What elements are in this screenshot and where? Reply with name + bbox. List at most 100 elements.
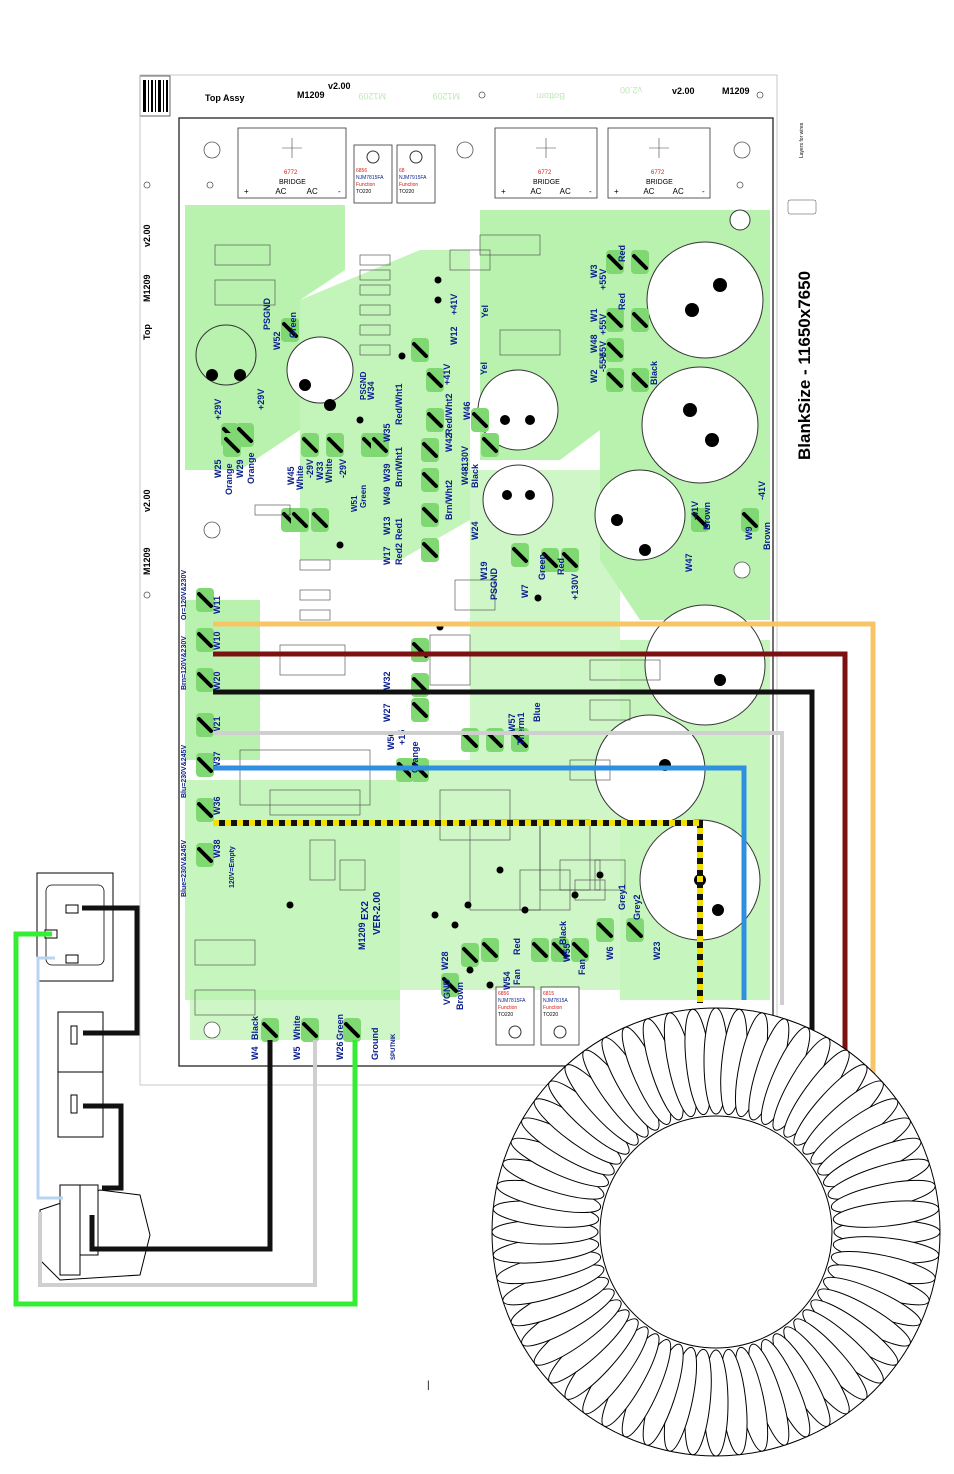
terminal-pad xyxy=(261,1018,279,1042)
blank-size-label: BlankSize - 11650x7650 xyxy=(795,271,814,460)
component-pad xyxy=(434,276,442,284)
model-top: M1209 xyxy=(297,90,325,100)
terminal-pad xyxy=(471,408,489,432)
component xyxy=(589,699,631,721)
terminal-pad xyxy=(481,433,499,457)
label-w52: W52 xyxy=(272,331,282,350)
label-29v-a: +29V xyxy=(213,399,223,420)
svg-text:BRIDGE: BRIDGE xyxy=(279,179,306,186)
terminal-pad xyxy=(561,548,579,572)
component-pad xyxy=(434,296,442,304)
iec-inlet xyxy=(36,872,114,982)
terminal-pad xyxy=(196,713,214,737)
capacitors xyxy=(195,209,766,941)
svg-text:6815: 6815 xyxy=(543,991,554,997)
label-w10: W10 xyxy=(212,631,222,650)
label-green: Green xyxy=(288,312,298,338)
terminal-pad xyxy=(281,318,299,342)
version-right: v2.00 xyxy=(672,86,695,96)
route-tag xyxy=(787,199,817,215)
label-green-3: Green xyxy=(537,554,547,580)
svg-text:BRIDGE: BRIDGE xyxy=(646,179,673,186)
ghost-version: v2.00 xyxy=(620,85,642,95)
label-yel-b: Yel xyxy=(479,362,489,375)
label-41v-b: +41V xyxy=(442,364,452,385)
wire-black-tr xyxy=(213,689,815,1035)
component-pad xyxy=(286,901,294,909)
label-w24: W24 xyxy=(470,521,480,540)
component xyxy=(279,644,346,676)
terminal-pad xyxy=(291,508,309,532)
component-pad xyxy=(466,966,474,974)
svg-text:6772: 6772 xyxy=(538,170,552,176)
terminal-pad xyxy=(411,338,429,362)
label-black-3: Black xyxy=(558,920,568,945)
label-red1: Red1 xyxy=(394,518,404,540)
wire-black-live-1 xyxy=(82,905,140,1036)
label-w45: W45 xyxy=(286,466,296,485)
label-w49: W49 xyxy=(382,486,392,505)
label-w48b: W48 xyxy=(460,466,470,485)
label-blue: Blue xyxy=(532,702,542,722)
label-w29: W29 xyxy=(235,459,245,478)
label-red-5: Red xyxy=(617,293,627,310)
component xyxy=(214,279,276,306)
svg-text:W4: W4 xyxy=(250,1047,260,1061)
svg-text:TO220: TO220 xyxy=(543,1012,558,1018)
svg-text:TO220: TO220 xyxy=(498,1012,513,1018)
label-w9: W9 xyxy=(744,527,754,541)
wire-darkred xyxy=(213,651,848,1050)
ghost-model-a: M1209 xyxy=(358,91,386,101)
terminal-pad xyxy=(411,698,429,722)
label-red-3: Red xyxy=(556,558,566,575)
component xyxy=(309,839,336,881)
label-ex2: EX2 xyxy=(360,901,371,920)
svg-text:AC: AC xyxy=(307,187,318,196)
component-pad xyxy=(398,352,406,360)
left-model-2: M1209 xyxy=(142,547,152,575)
left-version: v2.00 xyxy=(142,224,152,247)
label-130v: +130V xyxy=(570,574,580,600)
label-55v-b: +55V xyxy=(598,314,608,335)
ghost-bottom: Bottom xyxy=(536,91,565,101)
svg-text:TO220: TO220 xyxy=(399,189,414,195)
transformer-wires xyxy=(213,621,876,1075)
terminal-pad xyxy=(606,250,624,274)
regulators-bottom: 6856NJM7815FAFunctionTO2206815NJM7815AFu… xyxy=(495,986,580,1046)
label-w55: W55 xyxy=(562,943,572,962)
component xyxy=(299,589,331,601)
toroid-winding xyxy=(832,1200,940,1228)
label-55v-a: +55V xyxy=(598,269,608,290)
component xyxy=(269,789,361,816)
toroid-inner xyxy=(599,1115,833,1349)
component xyxy=(359,324,391,336)
label-brown-2: Brown xyxy=(762,522,772,550)
label-m55v-a: -55V xyxy=(598,353,608,372)
terminal-pad xyxy=(626,918,644,942)
label-m55v-b: -55V xyxy=(598,341,608,360)
label-w39: W39 xyxy=(382,463,392,482)
terminal-pad xyxy=(541,548,559,572)
svg-text:+: + xyxy=(501,187,506,196)
svg-text:Green: Green xyxy=(335,1014,345,1040)
terminal-pad xyxy=(631,368,649,392)
left-model: M1209 xyxy=(142,274,152,302)
label-orange-2: Orange xyxy=(246,452,256,484)
svg-text:+: + xyxy=(614,187,619,196)
label-yel-a: Yel xyxy=(480,305,490,318)
left-edge-labels: Or=120V&230V Brn=120V&230V Blu=230V&245V… xyxy=(181,570,236,897)
label-red-4: Red xyxy=(617,245,627,262)
label-w13: W13 xyxy=(382,516,392,535)
component xyxy=(194,989,256,1016)
component xyxy=(499,329,561,356)
mains-wires xyxy=(13,905,358,1307)
board-labels: W52 PSGND Green W25 Orange W29 Orange +2… xyxy=(212,245,772,1060)
barcode-logo xyxy=(139,75,171,117)
svg-text:68: 68 xyxy=(399,168,405,174)
terminal-pad xyxy=(411,638,429,662)
label-grey2: Grey2 xyxy=(632,894,642,920)
